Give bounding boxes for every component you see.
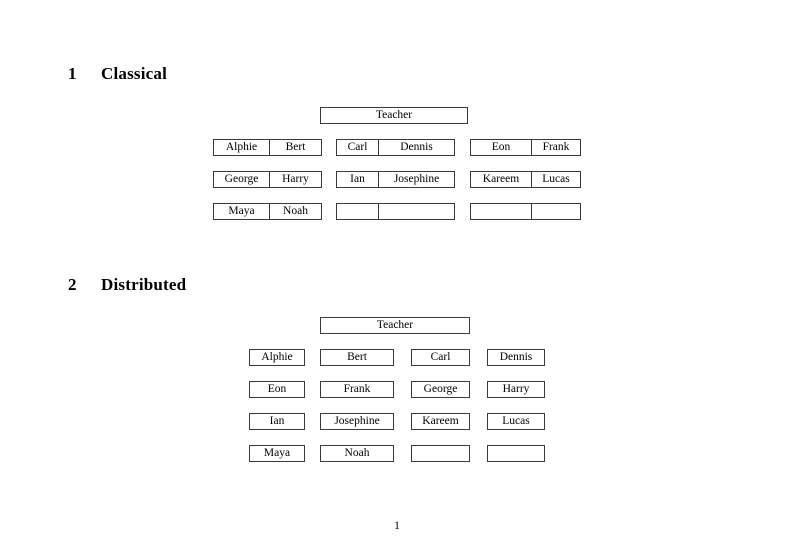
distributed-cell[interactable]: Ian	[249, 413, 305, 430]
distributed-teacher-box[interactable]: Teacher	[320, 317, 470, 334]
classical-group-0-row-2[interactable]: Maya Noah	[213, 203, 322, 220]
section-heading-classical: 1 Classical	[68, 64, 167, 84]
classical-cell[interactable]: Eon	[491, 140, 511, 153]
classical-cell[interactable]: Carl	[347, 140, 368, 153]
distributed-cell[interactable]: Lucas	[487, 413, 545, 430]
classical-cell[interactable]: Josephine	[378, 172, 454, 187]
section-title: Classical	[101, 64, 168, 83]
section-title: Distributed	[101, 275, 187, 294]
distributed-cell[interactable]: Harry	[487, 381, 545, 398]
distributed-cell[interactable]: Dennis	[487, 349, 545, 366]
classical-cell[interactable]: Kareem	[482, 172, 520, 185]
distributed-cell[interactable]: Alphie	[249, 349, 305, 366]
classical-group-0-row-1[interactable]: George Harry	[213, 171, 322, 188]
distributed-cell[interactable]: Josephine	[320, 413, 394, 430]
distributed-cell[interactable]: Eon	[249, 381, 305, 398]
distributed-cell[interactable]: Noah	[320, 445, 394, 462]
classical-cell[interactable]	[471, 204, 531, 219]
classical-group-1-row-1[interactable]: Ian Josephine	[336, 171, 455, 188]
classical-cell[interactable]: Bert	[269, 140, 321, 155]
classical-cell[interactable]	[531, 204, 580, 219]
classical-cell[interactable]: Alphie	[225, 140, 258, 153]
classical-group-2-row-1[interactable]: Kareem Lucas	[470, 171, 581, 188]
classical-group-2-row-0[interactable]: Eon Frank	[470, 139, 581, 156]
distributed-cell[interactable]: Bert	[320, 349, 394, 366]
classical-cell[interactable]	[337, 204, 378, 219]
classical-group-2-row-2[interactable]	[470, 203, 581, 220]
classical-cell[interactable]: Harry	[269, 172, 321, 187]
distributed-cell[interactable]: Maya	[249, 445, 305, 462]
page-number: 1	[394, 520, 400, 532]
distributed-cell[interactable]: Frank	[320, 381, 394, 398]
classical-group-1-row-0[interactable]: Carl Dennis	[336, 139, 455, 156]
distributed-cell[interactable]	[487, 445, 545, 462]
classical-cell[interactable]: Noah	[269, 204, 321, 219]
classical-teacher-box[interactable]: Teacher	[320, 107, 468, 124]
section-heading-distributed: 2 Distributed	[68, 275, 186, 295]
classical-cell[interactable]: Dennis	[378, 140, 454, 155]
distributed-cell[interactable]: Carl	[411, 349, 470, 366]
classical-cell[interactable]: Lucas	[531, 172, 580, 187]
classical-cell[interactable]	[378, 204, 454, 219]
section-number: 1	[68, 64, 77, 83]
classical-cell[interactable]: George	[224, 172, 259, 185]
classical-cell[interactable]: Ian	[350, 172, 365, 185]
distributed-cell[interactable]: George	[411, 381, 470, 398]
section-number: 2	[68, 275, 77, 294]
classical-cell[interactable]: Maya	[228, 204, 255, 217]
distributed-cell[interactable]: Kareem	[411, 413, 470, 430]
classical-cell[interactable]: Frank	[531, 140, 580, 155]
distributed-cell[interactable]	[411, 445, 470, 462]
classical-group-0-row-0[interactable]: Alphie Bert	[213, 139, 322, 156]
classical-group-1-row-2[interactable]	[336, 203, 455, 220]
